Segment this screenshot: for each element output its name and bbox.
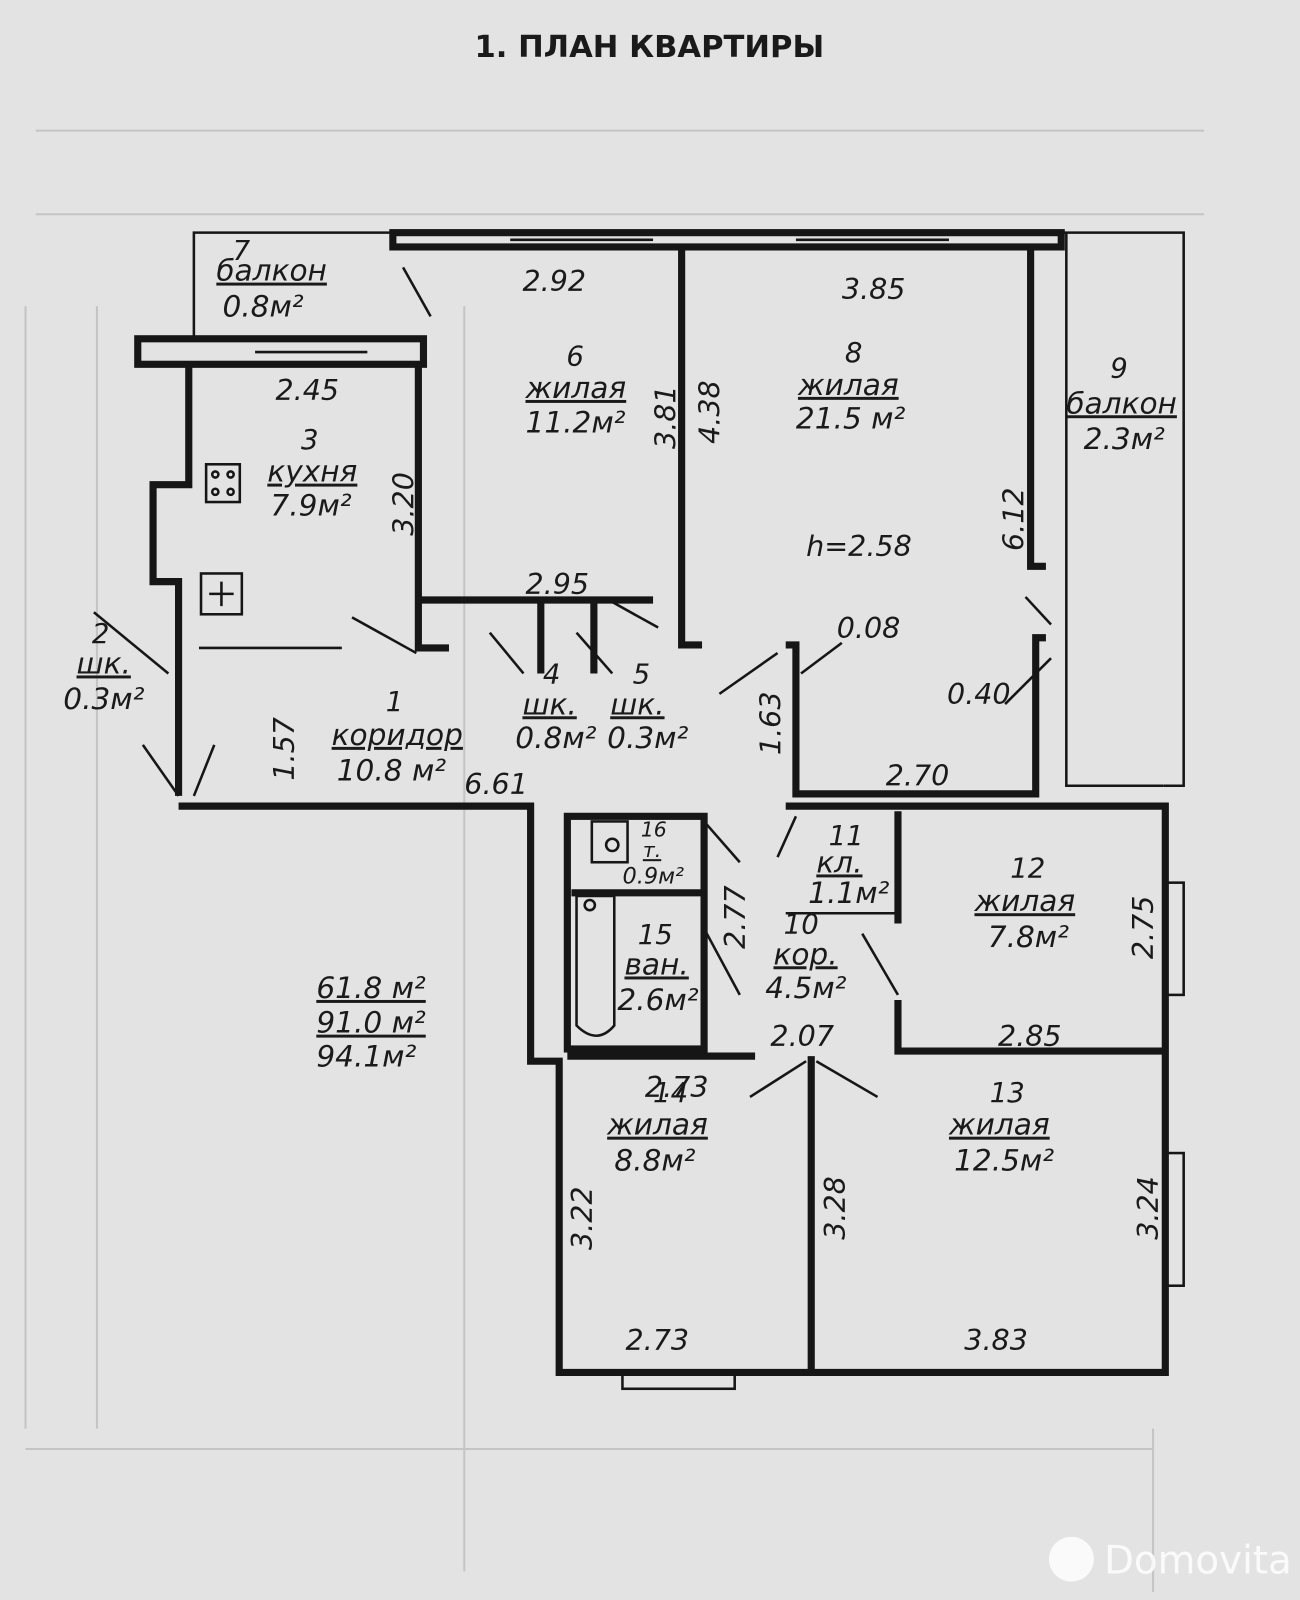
- room-number: 14: [653, 1077, 688, 1109]
- room-name: жилая: [606, 1108, 708, 1142]
- room-area: 2.3м²: [1084, 422, 1165, 456]
- dimension-label: 2.85: [998, 1019, 1062, 1053]
- dimension-label: 3.22: [565, 1186, 599, 1250]
- dimension-label: Domovita: [1104, 1538, 1292, 1583]
- room-name: кор.: [773, 937, 837, 971]
- room-area: 12.5м²: [954, 1143, 1054, 1177]
- total-area-with-balconies: 94.1м²: [316, 1039, 416, 1073]
- room-name: ван.: [624, 947, 688, 981]
- room-name: жилая: [797, 368, 899, 402]
- room-name: кл.: [816, 845, 862, 879]
- room-number: 5: [633, 659, 651, 691]
- bathtub-icon: [575, 894, 616, 1037]
- room-area: 2.6м²: [617, 983, 698, 1017]
- room-number: 1: [386, 686, 404, 718]
- dimension-labels: 2.92 3.85 2.45 3.20 3.81 4.38 6.12 2.95 …: [267, 264, 1165, 1357]
- dimension-label: 6.61: [464, 767, 528, 801]
- watermark: Domovita: [1048, 1536, 1292, 1583]
- dimension-label: 6.12: [996, 487, 1030, 551]
- ceiling-height: h=2.58: [806, 529, 912, 563]
- room-number: 11: [829, 820, 864, 852]
- room-number: 6: [566, 340, 584, 372]
- plan-title: 1. ПЛАН КВАРТИРЫ: [474, 30, 824, 65]
- room-name: шк.: [522, 687, 576, 721]
- sink-icon: [199, 572, 244, 616]
- dimension-label: 0.08: [837, 611, 901, 645]
- dimension-label: 3.20: [386, 472, 420, 536]
- dimension-label: 3.85: [842, 272, 906, 306]
- room-number: 7: [233, 235, 251, 267]
- dimension-label: 0.40: [947, 677, 1011, 711]
- room-number: 9: [1110, 353, 1128, 385]
- room-number: 12: [1010, 853, 1045, 885]
- room-labels: 1 коридор 10.8 м² 2 шк. 0.3м² 3 кухня 7.…: [63, 235, 1177, 1177]
- room-number: 4: [543, 659, 561, 691]
- room-name: жилая: [525, 371, 627, 405]
- room-number: 10: [784, 909, 819, 941]
- dimension-label: 2.07: [770, 1019, 834, 1053]
- room-area: 7.8м²: [988, 920, 1069, 954]
- room-number: 2: [92, 618, 110, 650]
- room-number: 3: [301, 424, 319, 456]
- dimension-label: 2.92: [522, 264, 586, 298]
- room-number: 16: [641, 818, 667, 842]
- room-area: 7.9м²: [270, 488, 351, 522]
- dimension-label: 1.57: [267, 717, 301, 781]
- dimension-label: 3.83: [964, 1323, 1028, 1357]
- dimension-label: 2.45: [276, 373, 340, 407]
- room-name: кухня: [267, 455, 357, 489]
- room-name: жилая: [973, 884, 1075, 918]
- room-area: 0.3м²: [63, 682, 144, 716]
- dimension-label: 1.63: [754, 691, 788, 755]
- fixtures: [199, 463, 629, 1037]
- room-name: шк.: [77, 646, 131, 680]
- room-name: т.: [643, 838, 661, 862]
- background-table: [24, 129, 1205, 1592]
- stove-icon: [204, 463, 242, 504]
- dimension-label: 2.95: [526, 567, 590, 601]
- dimension-label: 3.28: [818, 1176, 852, 1240]
- room-name: жилая: [948, 1108, 1050, 1142]
- room-number: 8: [845, 337, 863, 369]
- room-area: 21.5 м²: [796, 402, 906, 436]
- room-area: 11.2м²: [526, 406, 626, 440]
- dimension-label: 3.81: [649, 385, 683, 449]
- dimension-label: 3.24: [1131, 1176, 1165, 1240]
- dimension-label: 2.77: [718, 885, 752, 949]
- room-area: 0.8м²: [515, 721, 596, 755]
- room-number: 15: [638, 919, 673, 951]
- room-area: 0.3м²: [607, 721, 688, 755]
- room-name: коридор: [332, 718, 463, 752]
- total-area: 91.0 м²: [316, 1006, 426, 1040]
- dimension-label: 4.38: [692, 380, 726, 444]
- room-name: балкон: [1066, 386, 1177, 420]
- room-name: шк.: [610, 687, 664, 721]
- living-area: 61.8 м²: [316, 971, 426, 1005]
- room-area: 4.5м²: [765, 971, 846, 1005]
- toilet-icon: [590, 820, 629, 864]
- room-area: 1.1м²: [808, 876, 889, 910]
- dimension-label: 2.70: [886, 759, 950, 793]
- walls: [134, 229, 1185, 1391]
- dimension-label: 2.73: [626, 1323, 690, 1357]
- total-areas: 61.8 м² 91.0 м² 94.1м²: [316, 971, 426, 1073]
- room-area: 10.8 м²: [337, 754, 447, 788]
- room-name: балкон: [216, 254, 327, 288]
- room-area: 8.8м²: [614, 1143, 695, 1177]
- dimension-label: 2.73: [645, 1070, 709, 1104]
- room-area: 0.8м²: [222, 289, 303, 323]
- room-area: 0.9м²: [622, 864, 684, 890]
- room-number: 13: [990, 1077, 1025, 1109]
- dimension-label: 2.75: [1126, 896, 1160, 960]
